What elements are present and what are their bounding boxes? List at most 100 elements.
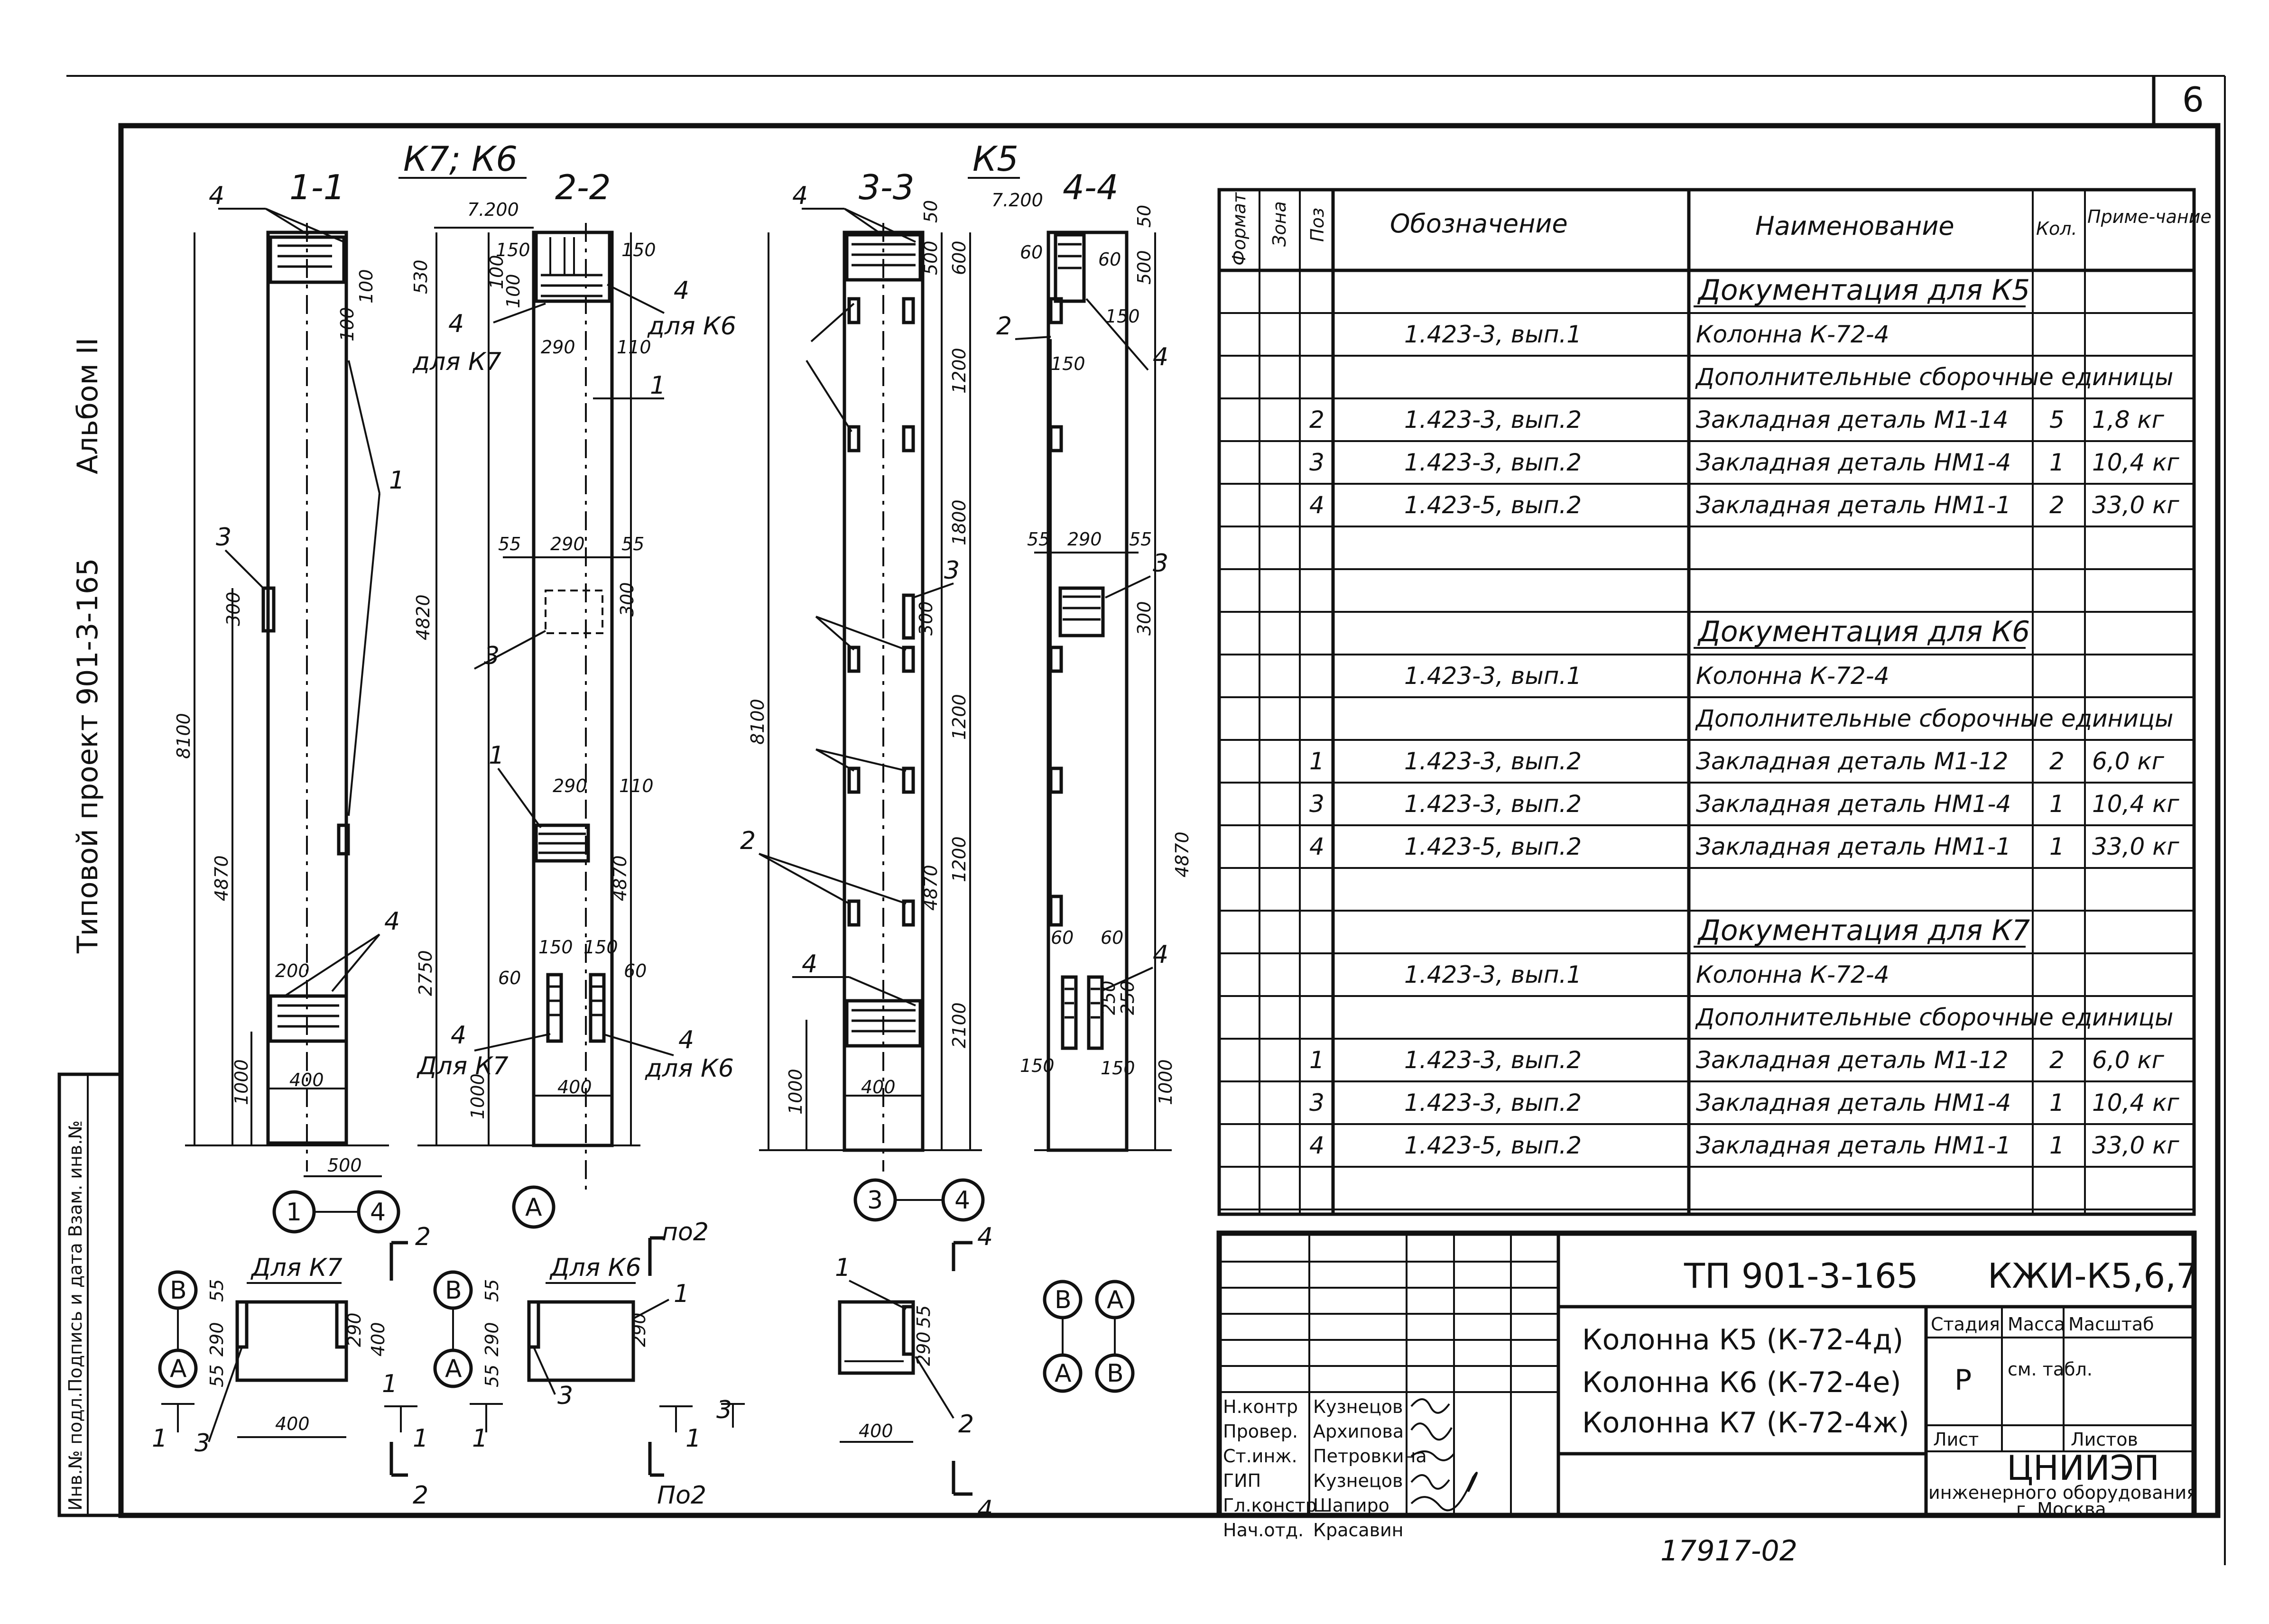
org-sub: инженерного оборудования — [1928, 1482, 2197, 1503]
spec-cell-name: Колонна К-72-4 — [1696, 662, 1889, 690]
mass-value: см. табл. — [2008, 1359, 2093, 1380]
dim-55-c: 55 — [1027, 529, 1050, 550]
spec-cell-designation: 1.423-5, вып.2 — [1404, 833, 1582, 860]
signer-role: ГИП — [1223, 1470, 1261, 1491]
pos-4-d: 4 — [448, 310, 464, 338]
pos-1-d: 1 — [382, 1370, 398, 1398]
dim-400-c: 400 — [861, 1077, 896, 1098]
sheet-label: Лист — [1933, 1429, 1979, 1450]
spec-cell-designation: 1.423-3, вып.1 — [1404, 662, 1582, 690]
dim-400-a: 400 — [289, 1070, 324, 1090]
spec-cell-note: 10,4 кг — [2092, 449, 2179, 476]
sec-mark-4-a: 4 — [977, 1223, 993, 1251]
album-label: Альбом II — [71, 338, 104, 474]
spec-cell-designation: 1.423-3, вып.2 — [1404, 1089, 1582, 1116]
pos-4-a: 4 — [209, 182, 224, 210]
spec-cell-note: 1,8 кг — [2092, 406, 2165, 434]
dim-50-a: 50 — [920, 200, 941, 223]
spec-row: Дополнительные сборочные единицы — [1219, 363, 2194, 399]
sec-mark-2-a: 2 — [415, 1223, 431, 1251]
dim-290-c: 290 — [553, 775, 587, 796]
pos-2-c: 2 — [958, 1410, 974, 1439]
dim-8100-a: 8100 — [173, 713, 194, 759]
signer-role: Н.контр — [1223, 1396, 1298, 1417]
dim-4870-c: 4870 — [920, 865, 941, 911]
pos-3-d: 3 — [1153, 549, 1168, 578]
hdr-note: Приме-чание — [2087, 206, 2212, 227]
dim-55-f: 55 — [206, 1365, 227, 1387]
dim-60-e: 60 — [1051, 927, 1074, 948]
org-city: г. Москва — [2016, 1499, 2106, 1520]
spec-cell-note: 10,4 кг — [2092, 1089, 2179, 1116]
dim-290-b: 290 — [550, 534, 585, 554]
signatures — [1410, 1398, 1478, 1512]
spec-cell-pos: 4 — [1309, 1132, 1324, 1159]
spec-cell-designation: 1.423-5, вып.2 — [1404, 491, 1582, 519]
drawing-code: 17917-02 — [1660, 1534, 1797, 1568]
stamp-label: Инв.№ подл.Подпись и дата Взам. инв.№ — [65, 1120, 86, 1511]
spec-cell-designation: 1.423-3, вып.2 — [1404, 449, 1582, 476]
stage-value: Р — [1954, 1364, 1972, 1397]
dim-55-a: 55 — [498, 534, 521, 554]
note-for-k7-a: для К7 — [412, 348, 501, 376]
hdr-pos: Поз — [1307, 208, 1328, 242]
dim-2100: 2100 — [949, 1002, 970, 1048]
dim-300-d: 300 — [1134, 601, 1155, 636]
pos-2-a: 2 — [740, 827, 756, 855]
spec-grid — [1217, 188, 2196, 1216]
dim-150-h: 150 — [1101, 1058, 1135, 1079]
spec-cell-name: Колонна К-72-4 — [1696, 961, 1889, 988]
dim-300-b: 300 — [617, 582, 638, 617]
dim-250-a: 250 — [1098, 980, 1119, 1015]
plan-k7-title: Для К7 — [250, 1254, 343, 1282]
embedded-part-top-1 — [269, 235, 346, 284]
signer-role: Ст.инж. — [1223, 1446, 1297, 1467]
project-vertical-title: Типовой проект 901-3-165 — [71, 558, 104, 954]
spec-cell-pos: 3 — [1309, 449, 1324, 476]
spec-cell-name: Документация для К7 — [1697, 914, 2030, 947]
sec-mark-1-b: 1 — [413, 1424, 428, 1453]
pos-4-j: 4 — [1153, 941, 1168, 969]
spec-cell-name: Документация для К6 — [1697, 615, 2030, 648]
spec-row: Дополнительные сборочные единицы — [1219, 705, 2194, 741]
spec-cell-designation: 1.423-3, вып.1 — [1404, 961, 1582, 988]
dim-2750: 2750 — [415, 950, 436, 996]
pos-4-i: 4 — [1153, 343, 1168, 371]
dim-4870-a: 4870 — [211, 855, 232, 901]
dim-4870-b: 4870 — [610, 855, 630, 901]
spec-cell-name: Закладная деталь НМ1-1 — [1696, 491, 2011, 519]
spec-cell-qty: 1 — [2049, 449, 2065, 476]
dim-600: 600 — [949, 240, 970, 275]
dim-60-d: 60 — [1098, 249, 1121, 270]
hdr-zone: Зона — [1269, 201, 1290, 247]
dim-300-a: 300 — [223, 591, 244, 626]
spec-row: Документация для К7 — [1219, 914, 2194, 954]
dim-1000-c: 1000 — [785, 1069, 806, 1115]
pos-4-c: 4 — [674, 277, 689, 305]
axis-A-b: А — [170, 1355, 187, 1383]
plan-k6-title: Для К6 — [549, 1254, 641, 1282]
spec-cell-pos: 3 — [1309, 790, 1324, 818]
dim-1200-c: 1200 — [949, 836, 970, 882]
project-number: ТП 901-3-165 — [1684, 1256, 1918, 1296]
dim-4870-d: 4870 — [1172, 831, 1193, 877]
dim-55-b: 55 — [621, 534, 644, 554]
spec-row: Документация для К6 — [1219, 615, 2194, 655]
axis-4-a: 4 — [370, 1198, 386, 1227]
spec-cell-designation: 1.423-3, вып.2 — [1404, 790, 1582, 818]
spec-row: Дополнительные сборочные единицы — [1219, 1004, 2194, 1040]
level-7200-a: 7.200 — [467, 199, 519, 220]
section-4-4: 4-4 — [1063, 167, 1119, 207]
spec-cell-note: 6,0 кг — [2092, 747, 2165, 775]
dim-290-f: 290 — [344, 1312, 365, 1347]
pos-4-b: 4 — [384, 907, 400, 936]
axis-A-d: А — [1107, 1286, 1124, 1314]
title-k5: Колонна К5 (К-72-4д) — [1582, 1323, 1903, 1356]
spec-cell-name: Дополнительные сборочные единицы — [1695, 705, 2173, 732]
embedded-part-3-k6 — [545, 590, 603, 634]
axis-B-d: В — [1107, 1359, 1124, 1388]
dim-60-f: 60 — [1101, 927, 1123, 948]
